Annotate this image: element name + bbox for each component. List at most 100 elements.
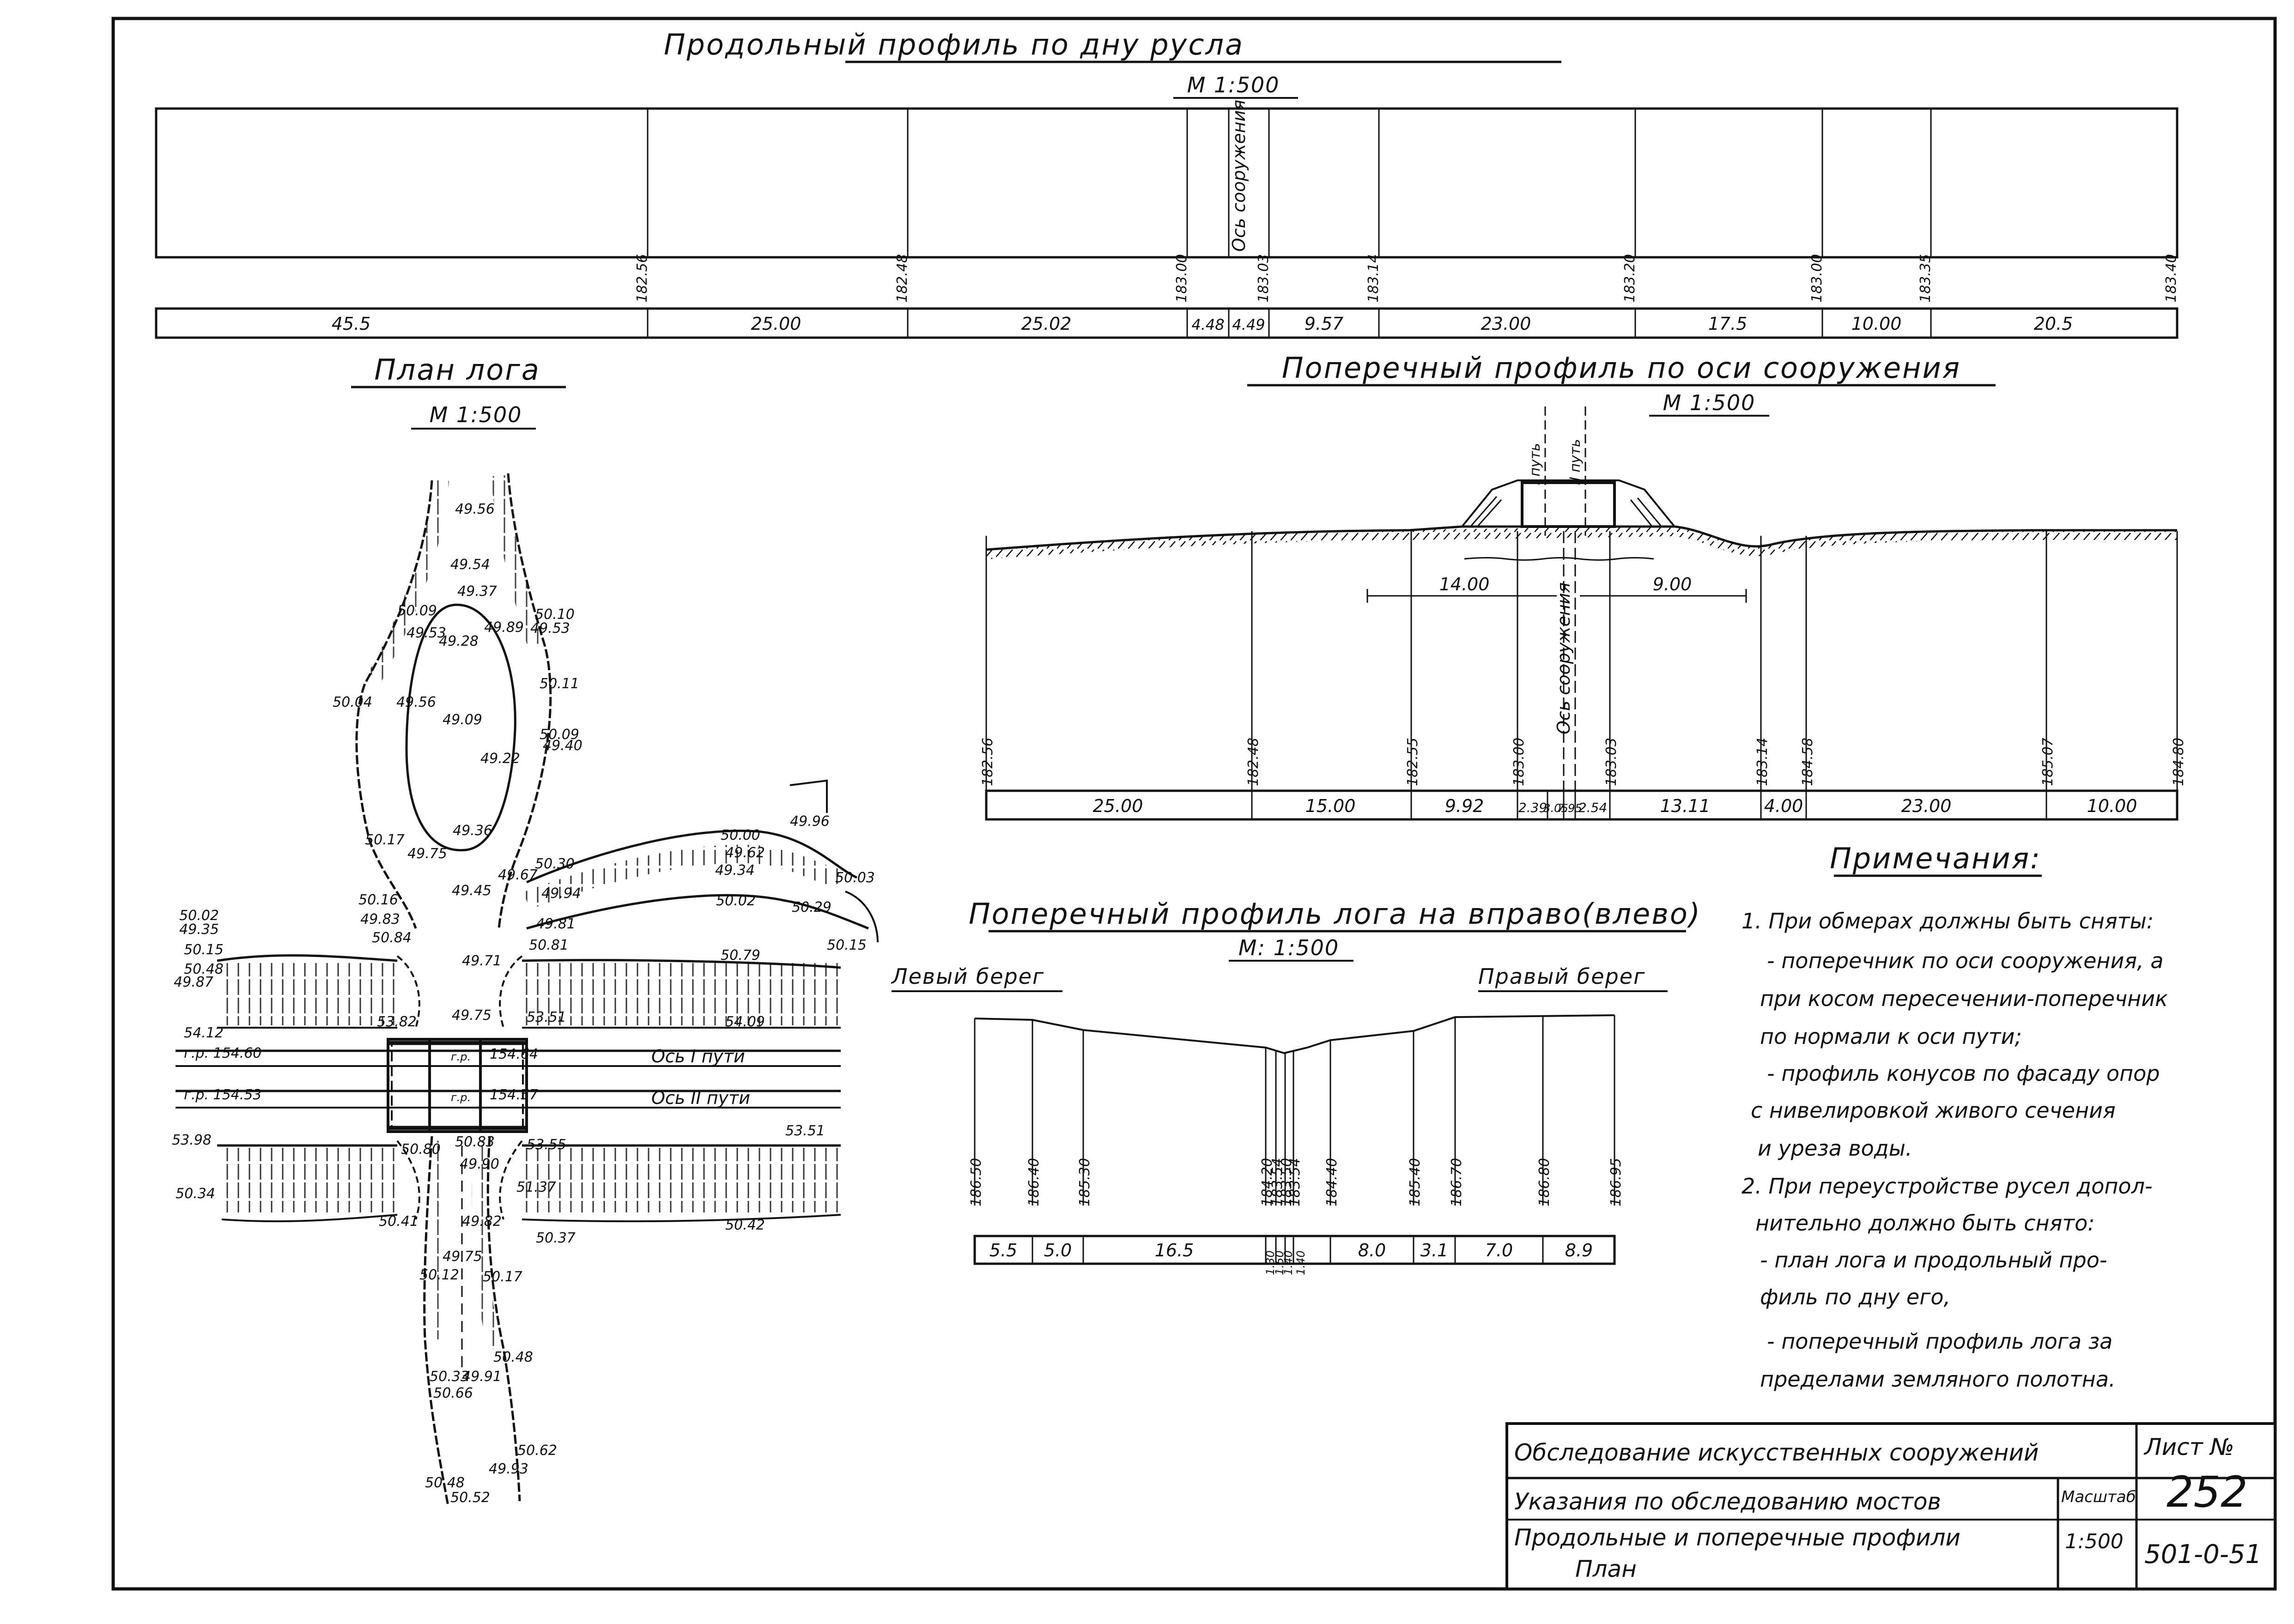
note-line-13: пределами земляного полотна. xyxy=(1760,1367,2116,1392)
long-dist-10: 20.5 xyxy=(2034,314,2073,334)
plan-mark-62: 50.17 xyxy=(483,1269,522,1285)
long-dist-8: 17.5 xyxy=(1708,314,1748,334)
cross-log-dist-2: 5.0 xyxy=(1044,1240,1072,1260)
note-line-8: 2. При переустройстве русел допол- xyxy=(1742,1174,2153,1199)
plan-scale: М 1:500 xyxy=(430,402,522,427)
long-elev-4: 183.03 xyxy=(1256,254,1272,303)
plan-benchmark-5: 154.64 xyxy=(490,1046,538,1062)
plan-mark-15: 49.40 xyxy=(543,738,583,754)
cross-log-elev-4: 184.20 xyxy=(1259,1158,1275,1206)
dim-left: 14.00 xyxy=(1439,574,1490,594)
cross-log-elev-6: 183.50 xyxy=(1279,1158,1295,1206)
plan-benchmark-3: г.р. xyxy=(451,1050,471,1063)
plan-mark-13: 49.09 xyxy=(443,712,482,728)
stamp-subtitle: Указания по обследованию мостов xyxy=(1514,1488,1941,1515)
scale-label: Масштаб xyxy=(2061,1488,2136,1506)
plan-mark-28: 50.16 xyxy=(358,892,398,908)
plan-benchmark-4: г.р. xyxy=(451,1091,471,1104)
plan-mark-27: 49.45 xyxy=(452,883,492,899)
plan-benchmark-1: г.р. 154.60 xyxy=(184,1045,261,1061)
cross-log-title: Поперечный профиль лога на вправо(влево) xyxy=(969,897,1701,931)
cross-log-dist-9: 3.1 xyxy=(1420,1240,1448,1260)
plan-mark-45: 53.51 xyxy=(527,1009,566,1025)
sheet-frame xyxy=(111,17,2277,1591)
cross-axis-dist-11: 10.00 xyxy=(2087,796,2137,816)
plan-mark-44: 53.82 xyxy=(377,1014,417,1030)
plan-mark-51: 53.55 xyxy=(527,1137,566,1153)
plan-mark-57: 49.82 xyxy=(462,1213,502,1230)
plan-mark-7: 49.89 xyxy=(484,619,524,636)
note-line-7: и уреза воды. xyxy=(1758,1136,1912,1161)
plan-benchmark-6: 154.57 xyxy=(490,1087,538,1103)
plan-mark-38: 50.79 xyxy=(721,947,760,963)
plan-mark-24: 49.96 xyxy=(790,813,830,830)
long-elev-9: 183.40 xyxy=(2163,254,2179,303)
cross-axis-elev-2: 182.48 xyxy=(1245,738,1262,786)
plan-mark-30: 50.02 xyxy=(716,893,756,909)
plan-mark-23: 49.62 xyxy=(725,845,765,861)
plan-mark-22: 50.00 xyxy=(721,827,760,843)
plan-title: План лога xyxy=(374,353,540,387)
plan-mark-9: 49.53 xyxy=(530,620,570,636)
cross-log-dist-5: 1.50 xyxy=(1273,1250,1286,1275)
plan-mark-67: 50.48 xyxy=(425,1475,465,1491)
cross-profile-log: Поперечный профиль лога на вправо(влево)… xyxy=(891,897,1701,1275)
note-line-11: филь по дну его, xyxy=(1760,1285,1950,1309)
plan-mark-63: 50.48 xyxy=(493,1349,533,1365)
note-line-10: - план лога и продольный про- xyxy=(1760,1248,2107,1273)
plan-elevation-marks: 49.56 49.54 49.37 50.09 49.53 49.28 49.8… xyxy=(172,501,875,1506)
plan-mark-19: 49.75 xyxy=(407,846,447,862)
plan-mark-71: 49.87 xyxy=(174,974,213,990)
cross-log-elev-10: 186.70 xyxy=(1449,1158,1465,1206)
plan-mark-65: 49.91 xyxy=(462,1369,502,1385)
cross-log-dist-4: 1.30 xyxy=(1264,1250,1277,1275)
plan-mark-36: 50.81 xyxy=(529,937,569,953)
note-line-6: с нивелировкой живого сечения xyxy=(1751,1098,2116,1123)
cross-log-dist-6: 1.40 xyxy=(1282,1250,1295,1275)
left-bank-label: Левый берег xyxy=(891,964,1044,989)
cross-log-dist-1: 5.5 xyxy=(989,1240,1017,1260)
longitudinal-distances: 45.5 25.00 25.02 4.48 4.49 9.57 23.00 17… xyxy=(332,314,2073,334)
cross-log-dist-10: 7.0 xyxy=(1485,1240,1513,1260)
cross-axis-dist-1: 25.00 xyxy=(1093,796,1143,816)
plan-mark-29: 49.94 xyxy=(541,885,581,902)
cross-axis-elev-3: 182.55 xyxy=(1405,738,1421,786)
longitudinal-elevations: 182.56 182.48 183.00 183.03 183.14 183.2… xyxy=(634,254,2179,303)
note-line-5: - профиль конусов по фасаду опор xyxy=(1767,1061,2160,1086)
cross-axis-elev-7: 184.58 xyxy=(1800,738,1816,786)
plan-mark-69: 50.62 xyxy=(517,1442,557,1459)
cross-axis-dist-8: 13.11 xyxy=(1660,796,1711,816)
plan-mark-2: 49.54 xyxy=(450,557,490,573)
plan-mark-4: 50.09 xyxy=(397,603,437,619)
plan-mark-60: 49.75 xyxy=(443,1248,482,1265)
cross-log-distances: 5.5 5.0 16.5 1.30 1.50 1.40 1.40 8.0 3.1… xyxy=(989,1240,1593,1275)
long-dist-6: 9.57 xyxy=(1305,314,1344,334)
cross-log-elev-3: 185.30 xyxy=(1077,1158,1093,1206)
cross-log-dist-3: 16.5 xyxy=(1155,1240,1194,1260)
note-line-12: - поперечный профиль лога за xyxy=(1767,1329,2112,1354)
cross-log-elev-11: 186.80 xyxy=(1536,1158,1553,1206)
cross-log-elev-2: 186.40 xyxy=(1026,1158,1042,1206)
sheet-label: Лист № xyxy=(2143,1434,2234,1460)
plan-mark-47: 54.12 xyxy=(184,1025,224,1041)
cross-log-elev-7: 183.54 xyxy=(1287,1158,1303,1206)
cross-axis-dist-4: 2.39 xyxy=(1518,800,1547,815)
cross-axis-elev-1: 182.56 xyxy=(980,738,996,786)
longitudinal-axis-label: Ось сооружения xyxy=(1229,100,1249,252)
long-elev-8: 183.35 xyxy=(1918,254,1934,303)
plan-mark-40: 49.35 xyxy=(179,921,219,938)
plan-axis-2-label: Ось II пути xyxy=(651,1088,750,1108)
plan-mark-12: 49.56 xyxy=(396,694,436,710)
longitudinal-scale: М 1:500 xyxy=(1187,73,1280,97)
cross-log-dist-11: 8.9 xyxy=(1565,1240,1593,1260)
long-elev-1: 182.56 xyxy=(634,254,650,303)
title-block: Обследование искусственных сооружений Ли… xyxy=(1505,1422,2276,1590)
longitudinal-profile: Продольный профиль по дну русла М 1:500 … xyxy=(155,28,2179,339)
cross-axis-dist-10: 23.00 xyxy=(1901,796,1952,816)
cross-log-scale: М: 1:500 xyxy=(1238,935,1339,960)
cross-axis-dist-2: 15.00 xyxy=(1305,796,1356,816)
plan-mark-10: 50.11 xyxy=(540,676,579,692)
plan-mark-42: 50.48 xyxy=(184,961,224,977)
plan-benchmarks: г.р. 154.60 г.р. 154.53 г.р. г.р. 154.64… xyxy=(184,1045,538,1104)
cross-log-dist-8: 8.0 xyxy=(1358,1240,1386,1260)
